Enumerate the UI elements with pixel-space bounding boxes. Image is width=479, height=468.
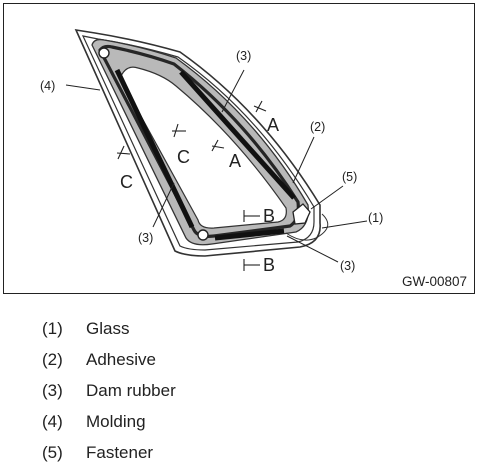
callout-dam-rubber-bottom: (3) [340, 259, 355, 273]
quarter-glass-diagram: (4) (3) (2) (5) (1) (3) (3) A A C C B B … [40, 28, 467, 289]
legend-label: Fastener [86, 443, 154, 462]
callout-dam-rubber-left: (3) [138, 231, 153, 245]
legend-label: Adhesive [86, 350, 156, 369]
figure-frame [3, 3, 475, 294]
section-label-c-inner: C [177, 147, 190, 167]
legend-number: (1) [42, 319, 63, 338]
adhesive-bead [98, 44, 300, 238]
mount-hole-top [98, 47, 110, 59]
section-markers [116, 100, 267, 271]
section-label-b-outer: B [263, 255, 275, 275]
legend-item-molding: (4) Molding [42, 406, 176, 437]
legend-label: Glass [86, 319, 130, 338]
legend-number: (4) [42, 412, 63, 431]
molding-outline [74, 28, 321, 257]
callout-fastener: (5) [342, 170, 357, 184]
legend-item-dam-rubber: (3) Dam rubber [42, 375, 176, 406]
callout-dam-rubber-top: (3) [236, 49, 251, 63]
legend-list: (1) Glass (2) Adhesive (3) Dam rubber (4) Mo… [42, 313, 176, 468]
section-label-a-inner: A [229, 151, 241, 171]
leader-lines [65, 69, 368, 263]
fastener-clip [292, 203, 311, 225]
legend-item-fastener: (5) Fastener [42, 437, 176, 468]
glass-edge-curve [285, 213, 329, 241]
callout-adhesive: (2) [310, 120, 325, 134]
callout-molding: (4) [40, 79, 55, 93]
figure-code: GW-00807 [402, 274, 467, 289]
section-label-a-outer: A [267, 115, 279, 135]
dam-rubber-strips [114, 68, 296, 241]
legend-item-glass: (1) Glass [42, 313, 176, 344]
legend-number: (3) [42, 381, 63, 400]
section-label-b-inner: B [263, 206, 275, 226]
mount-hole-bottom [197, 229, 209, 241]
legend-number: (5) [42, 443, 63, 462]
legend-label: Dam rubber [86, 381, 176, 400]
callout-glass: (1) [368, 211, 383, 225]
inner-opening [119, 66, 287, 229]
section-label-c-outer: C [120, 172, 133, 192]
legend-number: (2) [42, 350, 63, 369]
legend-item-adhesive: (2) Adhesive [42, 344, 176, 375]
legend-label: Molding [86, 412, 146, 431]
